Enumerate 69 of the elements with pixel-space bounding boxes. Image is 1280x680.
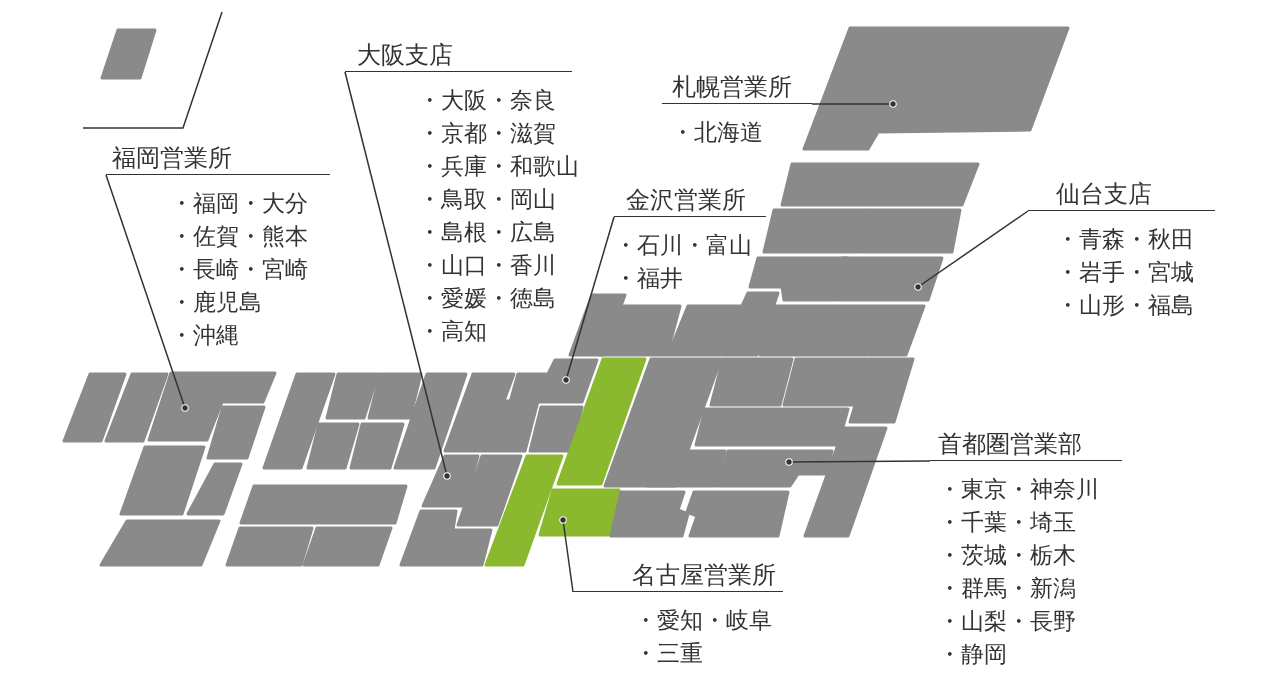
region-tile bbox=[666, 291, 780, 357]
region-tile bbox=[239, 484, 329, 525]
prefecture-list-item: ・岩手・宮城 bbox=[1055, 258, 1195, 287]
region-tile bbox=[100, 28, 157, 80]
prefecture-list-item: ・愛媛・徳島 bbox=[417, 284, 557, 313]
prefecture-list-item: ・福岡・大分 bbox=[169, 189, 309, 218]
office-heading: 首都圏営業部 bbox=[930, 429, 1122, 461]
office-heading: 金沢営業所 bbox=[614, 185, 766, 217]
region-tile bbox=[99, 519, 221, 567]
prefecture-list-item: ・山梨・長野 bbox=[937, 607, 1077, 636]
region-tile bbox=[62, 372, 127, 443]
region-tile bbox=[302, 526, 393, 567]
region-tile bbox=[848, 357, 915, 424]
region-tile bbox=[694, 407, 850, 447]
prefecture-list-item: ・沖縄 bbox=[169, 321, 240, 350]
prefecture-list-item: ・鳥取・岡山 bbox=[417, 185, 557, 214]
region-tile bbox=[456, 454, 523, 527]
leader-line bbox=[344, 71, 451, 480]
region-tile bbox=[186, 462, 243, 516]
office-heading: 福岡営業所 bbox=[106, 143, 330, 175]
prefecture-list-item: ・兵庫・和歌山 bbox=[417, 152, 579, 181]
region-tile bbox=[836, 256, 944, 302]
prefecture-list-item: ・群馬・新潟 bbox=[937, 574, 1077, 603]
region-tile bbox=[856, 208, 962, 254]
prefecture-list-item: ・愛知・岐阜 bbox=[633, 606, 773, 635]
office-heading: 札幌営業所 bbox=[662, 72, 812, 104]
prefecture-list-item: ・三重 bbox=[633, 639, 704, 668]
prefecture-list-item: ・北海道 bbox=[670, 118, 764, 147]
region-tile bbox=[646, 449, 727, 488]
region-tile bbox=[421, 454, 480, 508]
region-tile bbox=[325, 372, 380, 420]
leader-line bbox=[914, 210, 1029, 291]
region-tile bbox=[319, 484, 408, 525]
office-heading: 仙台支店 bbox=[1028, 179, 1215, 211]
region-tile bbox=[802, 26, 1070, 151]
office-heading: 名古屋営業所 bbox=[573, 560, 783, 592]
prefecture-list-item: ・石川・富山 bbox=[614, 231, 753, 260]
region-tile bbox=[685, 490, 790, 538]
region-tile bbox=[206, 405, 266, 460]
region-tile bbox=[508, 358, 599, 404]
region-tile bbox=[306, 422, 360, 470]
office-heading: 大阪支店 bbox=[345, 40, 572, 72]
prefecture-list-item: ・鹿児島 bbox=[169, 288, 263, 317]
region-tile bbox=[609, 490, 690, 538]
prefecture-list-item: ・島根・広島 bbox=[417, 218, 557, 247]
prefecture-list-item: ・京都・滋賀 bbox=[417, 119, 557, 148]
region-tile bbox=[399, 509, 493, 567]
region-tile bbox=[780, 162, 980, 207]
leader-line bbox=[559, 516, 574, 593]
prefecture-list-item: ・千葉・埼玉 bbox=[937, 508, 1077, 537]
prefecture-list-item: ・福井 bbox=[614, 264, 684, 293]
prefecture-list-item: ・大阪・奈良 bbox=[417, 86, 557, 115]
region-tile bbox=[104, 372, 169, 443]
leader-line bbox=[785, 458, 931, 466]
region-tile bbox=[349, 422, 405, 470]
prefecture-list-item: ・長崎・宮崎 bbox=[169, 255, 309, 284]
region-tile bbox=[225, 526, 314, 567]
prefecture-list-item: ・茨城・栃木 bbox=[937, 541, 1077, 570]
prefecture-list-item: ・東京・神奈川 bbox=[937, 475, 1100, 504]
region-tile bbox=[762, 208, 869, 254]
prefecture-list-item: ・高知 bbox=[417, 317, 488, 346]
prefecture-list-item: ・静岡 bbox=[937, 640, 1008, 669]
leader-line bbox=[562, 216, 615, 384]
prefecture-list-item: ・青森・秋田 bbox=[1055, 225, 1195, 254]
prefecture-list-item: ・山口・香川 bbox=[417, 251, 557, 280]
leader-line bbox=[105, 174, 189, 412]
region-tile bbox=[803, 426, 888, 538]
prefecture-list-item: ・佐賀・熊本 bbox=[169, 222, 309, 251]
prefecture-list-item: ・山形・福島 bbox=[1055, 291, 1195, 320]
